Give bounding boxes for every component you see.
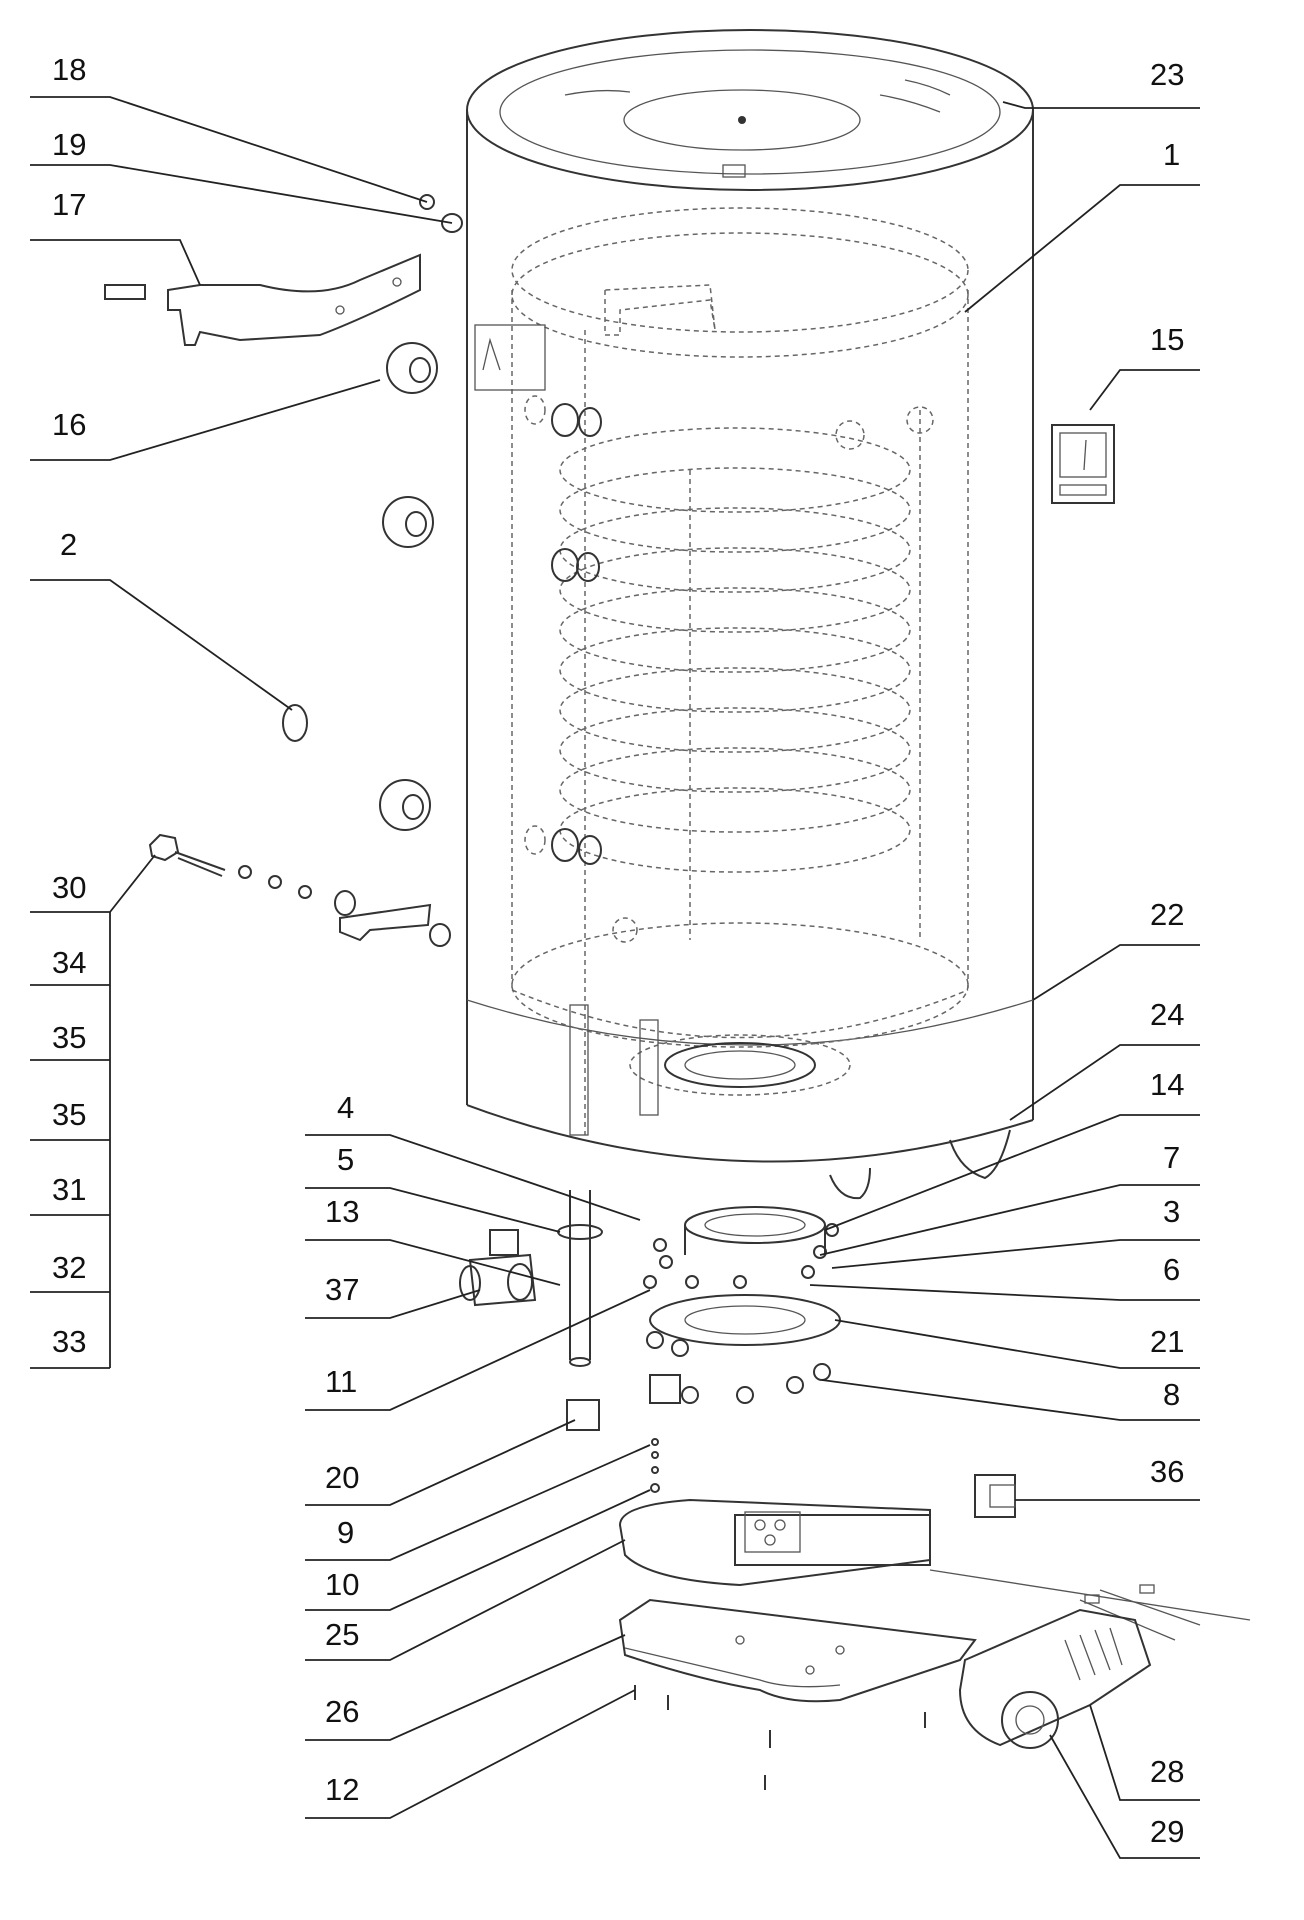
inner-tank bbox=[511, 207, 969, 1048]
callout-lines bbox=[30, 96, 1200, 1859]
callout-25: 25 bbox=[325, 1617, 359, 1652]
outer-casing bbox=[466, 29, 1034, 1200]
callout-9: 9 bbox=[337, 1515, 354, 1550]
callout-37: 37 bbox=[325, 1272, 359, 1307]
callout-5: 5 bbox=[337, 1142, 354, 1177]
nut-20 bbox=[566, 1399, 600, 1431]
relay-36 bbox=[974, 1474, 1016, 1518]
wire-harness bbox=[929, 1569, 1251, 1641]
callout-10: 10 bbox=[325, 1567, 359, 1602]
callout-28: 28 bbox=[1150, 1754, 1184, 1789]
small-screws bbox=[650, 1438, 660, 1493]
water-heater-drawing bbox=[104, 29, 1251, 1790]
callout-29: 29 bbox=[1150, 1814, 1184, 1849]
callout-2: 2 bbox=[60, 527, 77, 562]
left-side-parts bbox=[104, 194, 463, 831]
callout-13: 13 bbox=[325, 1194, 359, 1229]
inlet-pipe bbox=[557, 1190, 603, 1367]
callout-17: 17 bbox=[52, 187, 86, 222]
callout-20: 20 bbox=[325, 1460, 359, 1495]
callout-19: 19 bbox=[52, 127, 86, 162]
callout-14: 14 bbox=[1150, 1067, 1184, 1102]
safety-valve bbox=[459, 1229, 537, 1307]
callout-15: 15 bbox=[1150, 322, 1184, 357]
callout-26: 26 bbox=[325, 1694, 359, 1729]
anode-assembly bbox=[148, 833, 451, 947]
callout-1: 1 bbox=[1163, 137, 1180, 172]
callout-labels: 18 19 17 16 2 30 34 35 35 31 32 33 23 1 … bbox=[52, 52, 1184, 1849]
callout-11: 11 bbox=[325, 1364, 357, 1399]
callout-6: 6 bbox=[1163, 1252, 1180, 1287]
callout-18: 18 bbox=[52, 52, 86, 87]
callout-31: 31 bbox=[52, 1172, 86, 1207]
callout-8: 8 bbox=[1163, 1377, 1180, 1412]
bottom-cover-25 bbox=[618, 1498, 931, 1587]
callout-32: 32 bbox=[52, 1250, 86, 1285]
flange-parts bbox=[643, 1206, 841, 1404]
callout-35-a: 35 bbox=[52, 1020, 86, 1055]
control-panel bbox=[1051, 424, 1115, 504]
callout-35-b: 35 bbox=[52, 1097, 86, 1132]
callout-22: 22 bbox=[1150, 897, 1184, 932]
heat-exchanger-coil bbox=[524, 330, 934, 1135]
callout-30: 30 bbox=[52, 870, 86, 905]
base-tray-26 bbox=[618, 1598, 977, 1703]
callout-7: 7 bbox=[1163, 1140, 1180, 1175]
fan-unit bbox=[958, 1608, 1152, 1749]
callout-23: 23 bbox=[1150, 57, 1184, 92]
callout-21: 21 bbox=[1150, 1324, 1184, 1359]
screws-12 bbox=[634, 1685, 926, 1790]
callout-24: 24 bbox=[1150, 997, 1184, 1032]
callout-4: 4 bbox=[337, 1090, 354, 1125]
callout-3: 3 bbox=[1163, 1194, 1180, 1229]
callout-16: 16 bbox=[52, 407, 86, 442]
callout-12: 12 bbox=[325, 1772, 359, 1807]
callout-33: 33 bbox=[52, 1324, 86, 1359]
callout-34: 34 bbox=[52, 945, 86, 980]
callout-36: 36 bbox=[1150, 1454, 1184, 1489]
